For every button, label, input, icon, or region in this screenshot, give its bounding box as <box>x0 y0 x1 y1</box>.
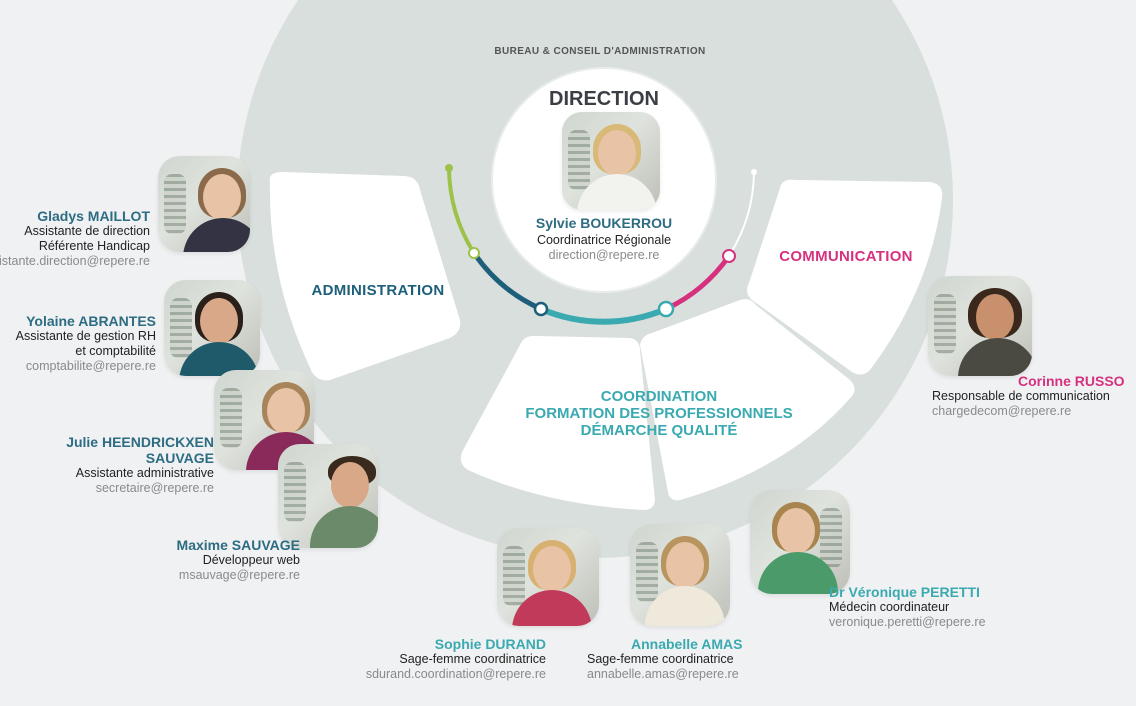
person-name: Maxime SAUVAGE <box>176 537 300 553</box>
arc-turquoise <box>539 306 668 325</box>
person-role: Médecin coordinateur <box>829 600 950 614</box>
arc-dot-end <box>751 169 757 175</box>
face-shape <box>267 388 305 434</box>
person-email: annabelle.amas@repere.re <box>587 667 739 681</box>
plant-decor-icon <box>820 508 842 568</box>
arc-lime <box>447 167 476 255</box>
face-shape <box>666 542 704 588</box>
face-shape <box>976 294 1014 340</box>
board-label: BUREAU & CONSEIL D'ADMINISTRATION <box>494 46 706 57</box>
person-role: Développeur web <box>202 553 300 567</box>
photo-sophie <box>497 528 599 626</box>
person-name: Yolaine ABRANTES <box>26 313 156 329</box>
person-email: assistante.direction@repere.re <box>0 254 150 268</box>
person-role: Assistante administrative <box>75 466 214 480</box>
person-email: secretaire@repere.re <box>95 481 214 495</box>
photo-annabelle <box>630 524 730 626</box>
petal-administration <box>269 172 461 381</box>
body-shape <box>958 338 1032 376</box>
arc-dot-1 <box>468 247 480 259</box>
person-yolaine: Yolaine ABRANTES Assistante de gestion R… <box>16 313 156 373</box>
person-role: Sage-femme coordinatrice <box>399 652 546 666</box>
person-gladys: Gladys MAILLOT Assistante de direction R… <box>0 208 150 268</box>
person-name: Sophie DURAND <box>434 636 546 652</box>
face-shape <box>533 546 571 592</box>
face-shape <box>203 174 241 220</box>
plant-decor-icon <box>220 388 242 448</box>
section-administration: ADMINISTRATION <box>311 282 445 299</box>
petal-coordination-right <box>640 299 855 501</box>
direction-email: direction@repere.re <box>548 248 660 262</box>
direction-name: Sylvie BOUKERROU <box>535 215 673 231</box>
section-coordination-line-2: FORMATION DES PROFESSIONNELS <box>525 405 793 422</box>
arc-dot-3 <box>657 300 675 318</box>
section-communication: COMMUNICATION <box>779 248 913 265</box>
plant-decor-icon <box>636 542 658 602</box>
person-name: Dr Véronique PERETTI <box>829 584 980 600</box>
plant-decor-icon <box>934 294 956 354</box>
photo-maxime <box>278 444 378 548</box>
face-shape <box>331 462 369 508</box>
arc-dot-2 <box>533 301 549 317</box>
direction-photo <box>562 112 660 210</box>
plant-decor-icon <box>164 174 186 234</box>
person-role: Référente Handicap <box>38 239 150 253</box>
person-role: et comptabilité <box>75 344 156 358</box>
petal-communication <box>747 179 943 375</box>
plant-decor-icon <box>170 298 192 358</box>
person-email: veronique.peretti@repere.re <box>829 615 986 629</box>
body-shape <box>183 218 250 252</box>
arc-grey <box>728 171 755 257</box>
body-shape <box>310 506 378 548</box>
direction-title: DIRECTION <box>549 88 659 110</box>
section-coordination-line-1: COORDINATION <box>600 388 718 405</box>
person-julie: Julie HEENDRICKXEN SAUVAGE Assistante ad… <box>66 434 214 495</box>
person-name: Annabelle AMAS <box>631 636 743 652</box>
person-sophie: Sophie DURAND Sage-femme coordinatrice s… <box>366 636 546 681</box>
face-shape <box>598 130 636 176</box>
plant-decor-icon <box>568 130 590 190</box>
person-maxime: Maxime SAUVAGE Développeur web msauvage@… <box>177 537 300 582</box>
person-role: Sage-femme coordinatrice <box>587 652 734 666</box>
photo-gladys <box>158 156 250 252</box>
face-shape <box>777 508 815 554</box>
plant-decor-icon <box>284 462 306 522</box>
petal-coordination-left <box>460 335 655 510</box>
photo-corinne <box>928 276 1032 376</box>
person-name: Julie HEENDRICKXEN <box>66 434 214 450</box>
face-shape <box>200 298 238 344</box>
photo-veronique <box>750 490 850 594</box>
plant-decor-icon <box>503 546 525 606</box>
person-role: Assistante de gestion RH <box>15 329 156 343</box>
section-coordination: COORDINATION FORMATION DES PROFESSIONNEL… <box>494 388 824 439</box>
direction-role: Coordinatrice Régionale <box>536 233 672 247</box>
person-corinne: Corinne RUSSO Responsable de communicati… <box>932 373 1125 418</box>
arc-dot-4 <box>722 249 736 263</box>
person-name: SAUVAGE <box>145 450 214 466</box>
person-role: Assistante de direction <box>24 224 150 238</box>
arc-teal <box>471 251 543 312</box>
person-name: Corinne RUSSO <box>1018 373 1125 389</box>
person-email: sdurand.coordination@repere.re <box>365 667 546 681</box>
photo-yolaine <box>164 280 260 376</box>
person-email: msauvage@repere.re <box>178 568 300 582</box>
person-role: Responsable de communication <box>932 389 1110 403</box>
section-coordination-line-3: DÉMARCHE QUALITÉ <box>580 422 738 439</box>
arc-dot-start <box>445 164 453 172</box>
person-email: chargedecom@repere.re <box>932 404 1072 418</box>
person-veronique: Dr Véronique PERETTI Médecin coordinateu… <box>829 584 986 629</box>
person-email: comptabilite@repere.re <box>25 359 156 373</box>
person-name: Gladys MAILLOT <box>37 208 150 224</box>
person-annabelle: Annabelle AMAS Sage-femme coordinatrice … <box>587 636 743 681</box>
